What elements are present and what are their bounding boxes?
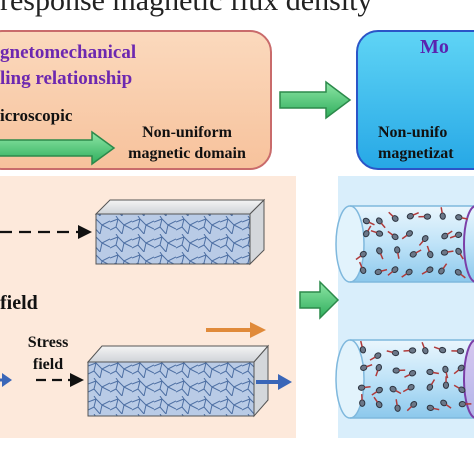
dipole-glyph: [375, 217, 386, 229]
dipole-glyph: [455, 247, 464, 260]
dipole-glyph: [369, 352, 382, 361]
dipole-glyph: [371, 386, 383, 396]
dipole-glyph: [363, 225, 372, 238]
dipole-glyph: [394, 399, 401, 412]
dipole-glyph: [404, 369, 417, 378]
box-connector-arrow: [279, 80, 352, 120]
dipole-glyph: [401, 268, 413, 278]
dipole-glyph: [357, 384, 371, 391]
dipole-glyph: [403, 347, 417, 354]
dipole-glyph: [388, 211, 399, 222]
dipole-glyph: [442, 365, 449, 379]
magnetomechanical-title: gnetomechanical ling relationship: [0, 40, 136, 92]
dipole-glyph: [439, 207, 446, 220]
dipole-glyph: [421, 266, 434, 275]
upper-domain-bar: [94, 198, 266, 266]
dipole-glyph: [359, 340, 367, 354]
left-blue-arrow: [2, 373, 12, 387]
dipole-glyph: [401, 230, 413, 240]
dipole-glyph: [438, 263, 448, 275]
title-line-1: gnetomechanical: [0, 42, 137, 63]
upper-cylinder: [335, 205, 474, 283]
dipole-glyph: [455, 214, 468, 221]
dipole-glyph: [402, 384, 415, 393]
dipole-glyph: [373, 396, 383, 409]
dipole-glyph: [441, 230, 453, 240]
dipole-glyph: [359, 394, 366, 407]
dipole-glyph: [406, 400, 418, 412]
stress-line-1: Stress: [27, 334, 69, 351]
field-label: field: [0, 292, 38, 314]
upper-dipoles: [355, 207, 468, 279]
dipole-glyph: [386, 349, 400, 357]
dipole-glyph: [453, 384, 466, 394]
title-line-2: ling relationship: [0, 68, 133, 89]
dipole-glyph: [426, 368, 440, 376]
non-uniform-magnetization-label: Non-unifo magnetizat: [378, 122, 474, 164]
mag-line-2: magnetizat: [378, 145, 454, 162]
dipole-glyph: [392, 367, 406, 374]
dipole-glyph: [426, 379, 436, 391]
dipole-glyph: [418, 235, 429, 246]
dipole-glyph: [387, 230, 399, 241]
dipole-glyph: [387, 266, 399, 276]
dipole-glyph: [358, 261, 367, 274]
dipole-glyph: [440, 249, 454, 256]
dipole-glyph: [389, 385, 402, 395]
non-uniform-domain-label: Non-uniform magnetic domain: [112, 122, 262, 164]
model-title: Mo: [420, 36, 449, 58]
top-caption: response magnetic flux density: [0, 0, 373, 17]
dipole-glyph: [370, 229, 384, 237]
dipole-glyph: [362, 217, 375, 226]
mag-line-1: Non-unifo: [378, 124, 448, 141]
dipole-glyph: [375, 363, 382, 377]
stress-line-2: field: [32, 356, 64, 373]
lower-domain-bar: [86, 344, 270, 418]
dipole-glyph: [442, 376, 450, 389]
dipole-glyph: [355, 250, 367, 261]
dipole-glyph: [454, 268, 466, 279]
dipole-glyph: [394, 246, 401, 259]
microscopic-arrow: [0, 130, 116, 166]
dipole-glyph: [440, 399, 452, 409]
domain-line-2: magnetic domain: [128, 145, 246, 162]
lower-dipoles: [357, 340, 472, 412]
dipole-glyph: [376, 247, 384, 260]
dipole-glyph: [406, 212, 419, 220]
microscopic-label: icroscopic: [0, 106, 73, 125]
dipole-glyph: [451, 347, 465, 355]
dipole-glyph: [426, 404, 440, 411]
dipole-glyph: [458, 401, 472, 408]
dipole-glyph: [426, 245, 434, 259]
dipole-glyph: [418, 213, 432, 220]
dipole-glyph: [360, 363, 373, 371]
dipole-glyph: [453, 364, 465, 375]
model-box: [356, 30, 474, 170]
dipole-glyph: [433, 346, 447, 354]
domain-line-1: Non-uniform: [142, 124, 232, 141]
panel-connector-arrow: [299, 280, 340, 320]
dipole-glyph: [449, 231, 463, 239]
stress-field-label: Stress field: [18, 332, 78, 376]
dipole-glyph: [421, 341, 429, 355]
dipole-glyph: [374, 268, 388, 276]
dipole-glyph: [409, 249, 422, 258]
